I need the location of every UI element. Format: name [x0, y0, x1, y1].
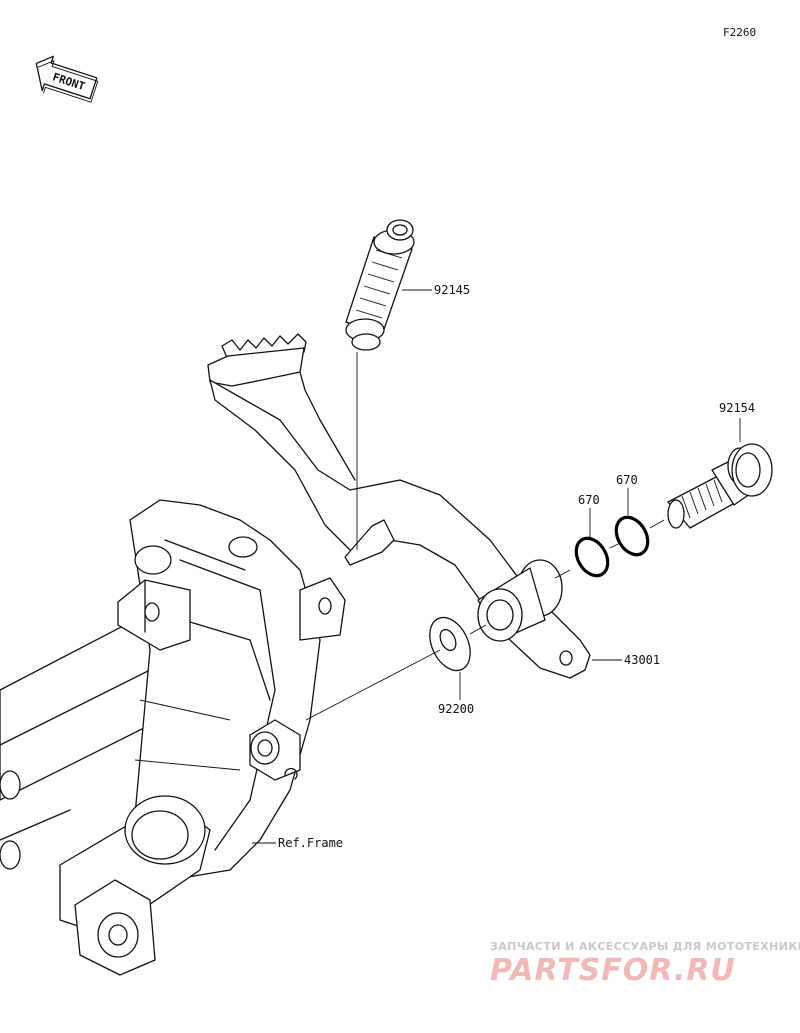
o-ring-inner[interactable]	[570, 533, 614, 582]
part-label-670-inner: 670	[578, 493, 600, 507]
watermark-logo: PARTSFOR.RU	[490, 953, 736, 988]
o-ring-outer[interactable]	[610, 512, 654, 561]
washer[interactable]	[422, 611, 478, 677]
watermark-tagline: ЗАПЧАСТИ И АКСЕССУАРЫ ДЛЯ МОТОТЕХНИКИ	[490, 940, 800, 953]
front-arrow-icon: FRONT	[35, 55, 99, 103]
pivot-bolt[interactable]	[667, 443, 773, 529]
part-label-ref-frame: Ref.Frame	[278, 836, 343, 850]
figure-code: F2260	[723, 26, 756, 39]
part-label-92200: 92200	[438, 702, 474, 716]
part-label-92154: 92154	[719, 401, 755, 415]
return-spring[interactable]	[345, 219, 415, 351]
part-label-92145: 92145	[434, 283, 470, 297]
part-label-670-outer: 670	[616, 473, 638, 487]
part-label-43001: 43001	[624, 653, 660, 667]
assembly-axis-line	[305, 519, 665, 721]
brake-pedal[interactable]	[207, 333, 591, 679]
frame-assembly	[0, 499, 346, 976]
